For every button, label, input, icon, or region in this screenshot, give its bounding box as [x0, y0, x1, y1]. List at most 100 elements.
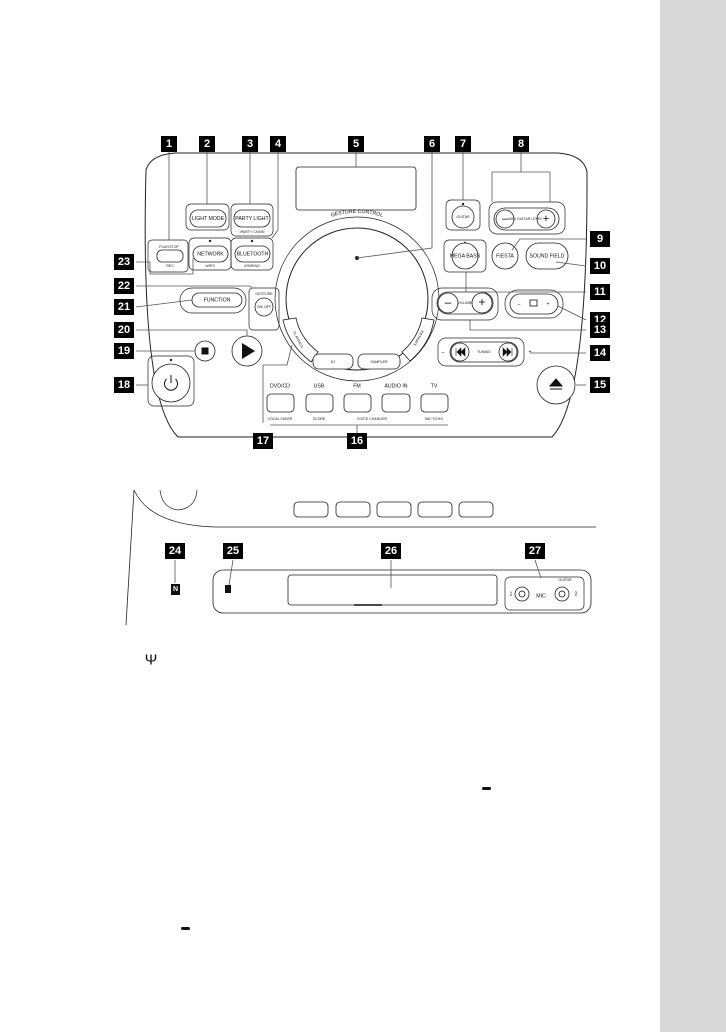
svg-text:10: 10 [594, 260, 606, 272]
usb-symbol-icon: Ψ [145, 652, 158, 669]
play-icon [242, 343, 255, 359]
display-window [295, 166, 417, 211]
function-key-row: DVD/CD VOCAL FADER USB SCORE FM VOICE CH… [266, 383, 449, 421]
volume-outline [431, 287, 499, 321]
usb-port-icon [225, 585, 231, 593]
svg-text:11: 11 [594, 286, 606, 298]
front-callout-badges: 24 25 26 27 [165, 543, 545, 559]
svg-text:9: 9 [597, 233, 603, 245]
mic-level-minus-button[interactable] [495, 209, 515, 229]
stop-icon [201, 347, 209, 355]
party-light-sub-label: •PARTY CHAIN [239, 230, 264, 234]
folder-bar[interactable] [509, 293, 559, 315]
playback-button[interactable] [282, 317, 319, 363]
front-leader-lines [174, 559, 542, 588]
power-outline [147, 355, 195, 407]
svg-text:4: 4 [275, 138, 282, 150]
gesture-on-off-button[interactable] [254, 297, 274, 317]
gesture-on-off-label: ON/ OFF [257, 305, 272, 309]
function-key-sub-label: VOCAL FADER [267, 417, 292, 421]
function-key-dvd-cd: DVD/CD VOCAL FADER [266, 383, 295, 421]
function-key-sub-label: VOICE CHANGER [357, 417, 388, 421]
gesture-outline [248, 287, 280, 331]
party-light-button[interactable] [233, 209, 271, 228]
rec-block-outline [147, 239, 189, 273]
mic-jack-1-label: 1 [510, 591, 513, 597]
light-mode-label: LIGHT MODE [192, 216, 225, 222]
previous-track-icon [455, 347, 466, 357]
callout-badges: 1 2 3 4 5 6 7 8 9 10 11 12 14 15 16 17 1… [114, 136, 610, 449]
rec-label: REC [166, 264, 174, 268]
function-key-sub-label: MIC ECHO [425, 417, 443, 421]
karaoke-button[interactable] [401, 317, 435, 362]
bluetooth-indicator [250, 239, 254, 243]
light-mode-outline [185, 203, 230, 231]
gesture-control-dial[interactable] [285, 227, 429, 371]
svg-text:21: 21 [118, 301, 130, 313]
mega-bass-label: MEGA BASS [450, 253, 481, 259]
rec-button[interactable] [156, 249, 184, 263]
guitar-indicator [461, 202, 465, 206]
svg-text:25: 25 [227, 545, 239, 557]
front-key [376, 501, 412, 518]
function-key-sub-label: SCORE [313, 417, 326, 421]
fiesta-button[interactable] [491, 242, 519, 270]
front-key [293, 501, 329, 518]
disc-slot[interactable] [287, 574, 498, 606]
sampler-button[interactable] [357, 353, 401, 370]
folder-plus-label: + [546, 301, 549, 307]
front-knob-arc [159, 489, 198, 511]
svg-text:20: 20 [118, 324, 130, 336]
svg-text:5: 5 [353, 138, 359, 150]
mic-jack-1[interactable] [514, 586, 530, 602]
callout-badge-13 [590, 323, 610, 337]
bluetooth-outline [230, 237, 274, 271]
function-key-button[interactable] [343, 393, 372, 413]
top-panel-outline [144, 152, 588, 438]
play-stop-label: PLAY/STOP [159, 245, 179, 249]
network-button[interactable] [192, 245, 229, 263]
function-outline [179, 287, 247, 314]
dj-button[interactable] [312, 353, 354, 370]
gesture-control-label: GESTURE CONTROL [330, 209, 384, 219]
function-key-tv: TV MIC ECHO [420, 383, 449, 421]
network-indicator [208, 239, 212, 243]
svg-text:14: 14 [594, 347, 607, 359]
function-key-button[interactable] [305, 393, 334, 413]
leader-lines [135, 150, 587, 433]
function-key-label: DVD/CD [270, 383, 290, 389]
folder-outline [504, 289, 564, 319]
bluetooth-label: BLUETOOTH [237, 251, 269, 257]
folder-icon [529, 299, 538, 307]
volume-minus-button[interactable] [437, 292, 459, 314]
volume-plus-button[interactable] [471, 292, 493, 314]
function-key-button[interactable] [381, 393, 411, 413]
mega-bass-button[interactable] [451, 242, 479, 270]
function-key-button[interactable] [420, 393, 449, 413]
svg-text:6: 6 [429, 138, 435, 150]
function-key-label: TV [431, 383, 438, 389]
gesture-label: GESTURE [255, 292, 273, 296]
front-key [417, 501, 453, 518]
svg-text:17: 17 [257, 435, 269, 447]
mic-jack-2[interactable] [554, 586, 570, 602]
svg-text:7: 7 [460, 138, 466, 150]
volume-plus-label: + [478, 295, 485, 309]
tuning-outline [437, 337, 525, 367]
function-key-label: USB [314, 383, 325, 389]
mic-level-plus-button[interactable] [536, 209, 556, 229]
sampler-label: SAMPLER [370, 360, 388, 364]
mic-level-outline [488, 201, 566, 235]
party-light-outline [230, 203, 274, 237]
mic-guitar-label: GUITAR [558, 578, 572, 582]
svg-text:18: 18 [118, 379, 130, 391]
function-key-button[interactable] [266, 393, 295, 413]
light-mode-button[interactable] [189, 209, 227, 228]
tuning-minus-label: – [442, 349, 445, 355]
bluetooth-button[interactable] [234, 245, 271, 263]
guitar-button[interactable] [451, 205, 475, 229]
function-key-fm: FM VOICE CHANGER [343, 383, 388, 421]
network-label: NETWORK [197, 251, 224, 257]
dash-mark [181, 927, 190, 930]
